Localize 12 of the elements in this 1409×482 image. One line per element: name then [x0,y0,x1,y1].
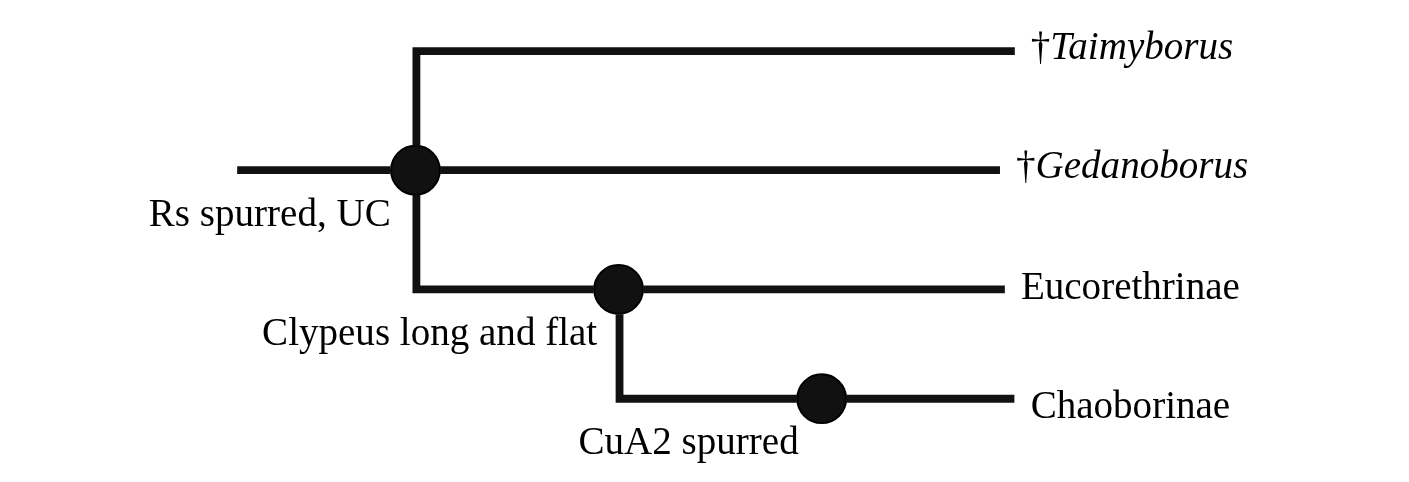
node-circle [796,373,848,425]
node-text: Eucorethrinae [1020,264,1240,308]
node-label: CuA2 spurred [578,419,799,463]
node-text: †Gedanoborus [1016,143,1249,187]
connector [615,314,797,403]
node-label: Clypeus long and flat [262,310,598,354]
node-circle [593,263,644,315]
node-text: Chaoborinae [1030,383,1231,427]
node-circle [390,144,441,196]
connector [412,194,594,294]
node-label: Rs spurred, UC [148,190,391,234]
node-text: †Taimyborus [1030,23,1234,67]
